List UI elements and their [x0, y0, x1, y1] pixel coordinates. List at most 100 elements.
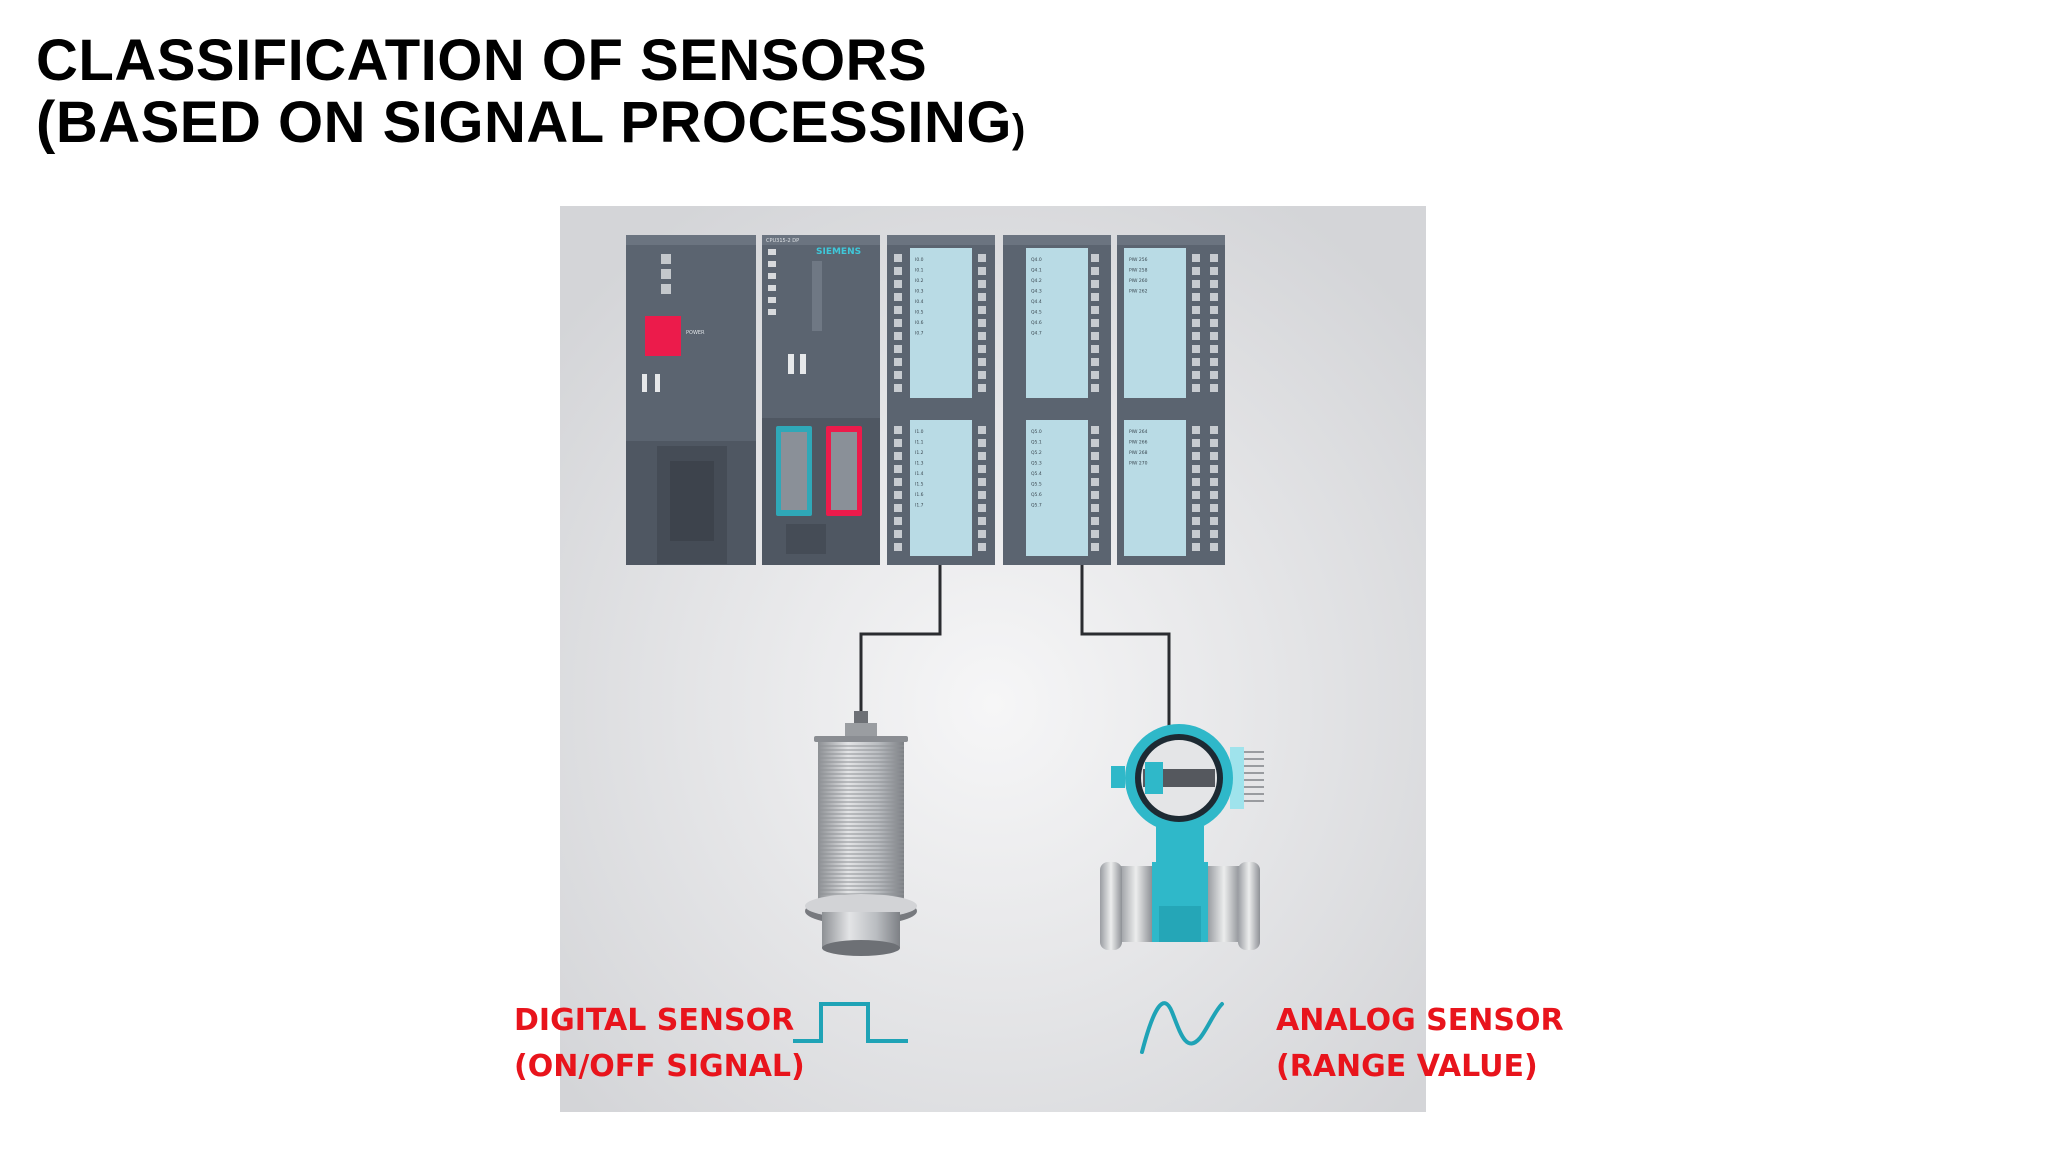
- led-pad: [1210, 267, 1218, 275]
- led-pad: [978, 517, 986, 525]
- led-pad: [894, 426, 902, 434]
- led-pad: [1210, 491, 1218, 499]
- io-address-label: Q4.1: [1031, 268, 1042, 274]
- led-pad: [978, 280, 986, 288]
- led-pad: [894, 530, 902, 538]
- io-address-label: I0.4: [915, 299, 924, 305]
- io-address-label: I0.1: [915, 268, 924, 274]
- digital-label-line-2: (ON/OFF SIGNAL): [514, 1049, 805, 1084]
- led-pad: [1091, 491, 1099, 499]
- led-pad: [1210, 358, 1218, 366]
- io-address-label: Q4.7: [1031, 331, 1042, 337]
- digital-input-module: I0.0I0.1I0.2I0.3I0.4I0.5I0.6I0.7I1.0I1.1…: [887, 235, 995, 565]
- led-pad: [1091, 517, 1099, 525]
- led-pad: [1192, 306, 1200, 314]
- io-address-label: Q4.2: [1031, 278, 1042, 284]
- led-pad: [894, 293, 902, 301]
- led-pad: [1210, 319, 1218, 327]
- led-pad: [978, 371, 986, 379]
- io-address-label: Q4.6: [1031, 320, 1042, 326]
- di-address-labels: I0.0I0.1I0.2I0.3I0.4I0.5I0.6I0.7I1.0I1.1…: [915, 257, 924, 509]
- led-pad: [978, 345, 986, 353]
- title-closing-paren: ): [1012, 107, 1026, 151]
- led-pad: [978, 319, 986, 327]
- title-line-2-text: (BASED ON SIGNAL PROCESSING: [36, 90, 1012, 155]
- led-pad: [1192, 267, 1200, 275]
- digital-output-module: Q4.0Q4.1Q4.2Q4.3Q4.4Q4.5Q4.6Q4.7Q5.0Q5.1…: [1003, 235, 1111, 565]
- digital-label-line-1: DIGITAL SENSOR: [514, 1003, 795, 1038]
- di-led-column: [894, 254, 986, 551]
- diagram-svg: POWER CPU315-2 DP SIEMENS: [560, 206, 1426, 1112]
- led-pad: [1192, 543, 1200, 551]
- led-pad: [1091, 465, 1099, 473]
- led-pad: [894, 345, 902, 353]
- led-pad: [894, 319, 902, 327]
- led-pad: [1091, 254, 1099, 262]
- led-pad: [894, 332, 902, 340]
- digital-proximity-sensor: [805, 711, 917, 956]
- io-address-label: Q4.5: [1031, 310, 1042, 316]
- led-pad: [1210, 439, 1218, 447]
- io-address-label: I0.2: [915, 278, 924, 284]
- io-address-label: Q4.4: [1031, 299, 1042, 305]
- title-line-1: CLASSIFICATION OF SENSORS: [36, 28, 928, 93]
- led-pad: [1192, 332, 1200, 340]
- led-pad: [894, 491, 902, 499]
- led-pad: [978, 306, 986, 314]
- io-address-label: I0.3: [915, 289, 924, 295]
- led-pad: [1210, 543, 1218, 551]
- led-pad: [1091, 452, 1099, 460]
- led-pad: [894, 384, 902, 392]
- do-led-column: [1091, 254, 1099, 551]
- io-address-label: I0.6: [915, 320, 924, 326]
- io-address-label: Q5.0: [1031, 429, 1042, 435]
- led-pad: [894, 517, 902, 525]
- led-pad: [1210, 384, 1218, 392]
- led-pad: [1210, 371, 1218, 379]
- led-pad: [894, 254, 902, 262]
- led-pad: [1210, 332, 1218, 340]
- led-pad: [1091, 384, 1099, 392]
- led-pad: [978, 254, 986, 262]
- led-pad: [1210, 504, 1218, 512]
- led-pad: [1091, 319, 1099, 327]
- led-pad: [1192, 319, 1200, 327]
- led-pad: [1091, 358, 1099, 366]
- led-pad: [1192, 517, 1200, 525]
- led-pad: [1091, 345, 1099, 353]
- led-pad: [1210, 478, 1218, 486]
- io-address-label: PIW 264: [1129, 429, 1148, 435]
- led-pad: [1091, 439, 1099, 447]
- plc-rack: POWER CPU315-2 DP SIEMENS: [626, 235, 1225, 565]
- io-address-label: I0.7: [915, 331, 924, 337]
- red-indicator: [645, 316, 681, 356]
- led-pad: [1210, 345, 1218, 353]
- led-pad: [978, 426, 986, 434]
- led-pad: [1192, 293, 1200, 301]
- led-pad: [894, 306, 902, 314]
- analog-label-line-1: ANALOG SENSOR: [1276, 1003, 1564, 1038]
- io-address-label: Q5.5: [1031, 482, 1042, 488]
- io-address-label: I1.1: [915, 440, 924, 446]
- plc-sensor-diagram: POWER CPU315-2 DP SIEMENS: [560, 206, 1426, 1112]
- led-pad: [894, 452, 902, 460]
- led-pad: [1192, 439, 1200, 447]
- led-pad: [894, 504, 902, 512]
- io-address-label: PIW 258: [1129, 268, 1148, 274]
- analog-flowmeter: [1100, 724, 1264, 950]
- led-pad: [1091, 332, 1099, 340]
- io-address-label: PIW 256: [1129, 257, 1148, 263]
- io-address-label: I1.0: [915, 429, 924, 435]
- led-pad: [1091, 478, 1099, 486]
- led-pad: [978, 504, 986, 512]
- io-address-label: I1.4: [915, 471, 924, 477]
- led-pad: [1091, 267, 1099, 275]
- analog-signal-wave: [1140, 1001, 1224, 1054]
- io-address-label: PIW 270: [1129, 461, 1148, 467]
- led-pad: [978, 478, 986, 486]
- led-pad: [978, 452, 986, 460]
- led-pad: [1210, 530, 1218, 538]
- led-pad: [1192, 491, 1200, 499]
- led-pad: [1192, 452, 1200, 460]
